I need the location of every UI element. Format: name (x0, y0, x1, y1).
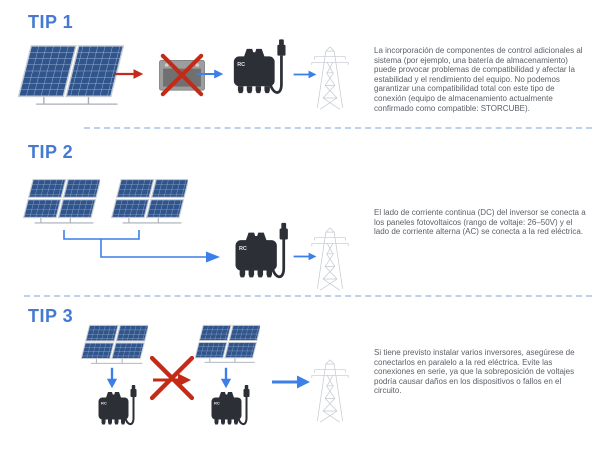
micro-inverter-icon (94, 384, 140, 434)
section-divider (84, 127, 592, 129)
tip-1-heading: TIP 1 (28, 12, 74, 32)
tip-3-heading: TIP 3 (28, 306, 74, 326)
parallel-dc-wiring (63, 230, 220, 263)
tip-3-description: Si tiene previsto instalar varios invers… (374, 348, 575, 396)
solar-panel-icon (80, 324, 148, 366)
tip-2-heading: TIP 2 (28, 142, 74, 162)
tip-2-description: El lado de corriente continua (DC) del i… (374, 208, 586, 237)
section-divider (24, 295, 592, 297)
blue-arrow-icon (269, 374, 313, 390)
red-arrow-icon (147, 372, 197, 388)
solar-panel-icon (194, 324, 260, 365)
micro-inverter-icon (207, 384, 253, 434)
tip-1-description: La incorporación de componentes de contr… (374, 46, 583, 113)
grid-tower-icon (309, 350, 351, 430)
